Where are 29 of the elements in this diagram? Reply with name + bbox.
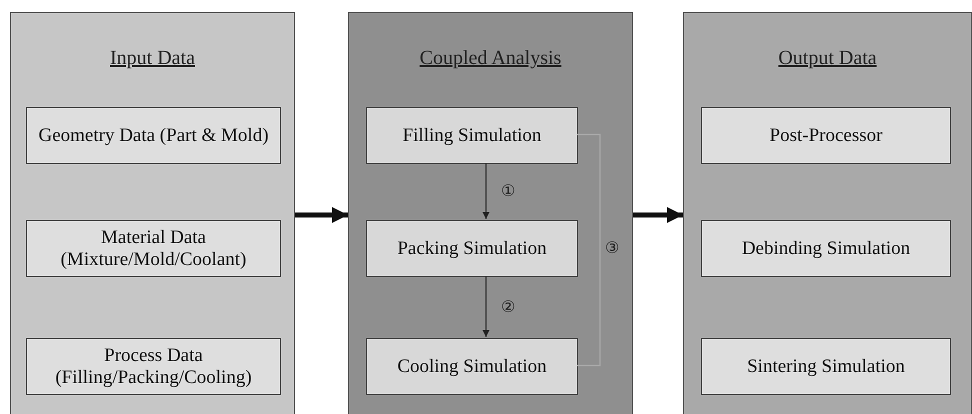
box-label: Material Data (Mixture/Mold/Coolant) — [60, 226, 248, 270]
arrow — [482, 163, 490, 219]
stage-panel — [683, 12, 972, 414]
box-label: Cooling Simulation — [397, 356, 547, 378]
box-label: Filling Simulation — [402, 124, 542, 146]
process-box — [26, 220, 281, 277]
process-box — [366, 338, 578, 395]
process-box — [366, 107, 578, 164]
stage-panel — [10, 12, 295, 414]
arrow — [295, 207, 348, 223]
box-label: Process Data (Filling/Packing/Cooling) — [54, 344, 253, 388]
panel-title: Output Data — [778, 47, 877, 69]
process-box — [26, 338, 281, 395]
box-label: Post-Processor — [770, 124, 882, 146]
box-label: Sintering Simulation — [747, 356, 905, 378]
process-box — [701, 220, 951, 277]
process-box — [26, 107, 281, 164]
panel-title: Input Data — [110, 47, 195, 69]
box-label: Debinding Simulation — [742, 238, 910, 260]
panel-title: Coupled Analysis — [420, 47, 562, 69]
stage-panel — [348, 12, 633, 414]
process-box — [701, 338, 951, 395]
box-label: Packing Simulation — [397, 238, 547, 260]
box-label: Geometry Data (Part & Mold) — [38, 124, 269, 146]
connector-line — [577, 134, 601, 366]
process-box — [366, 220, 578, 277]
process-box — [701, 107, 951, 164]
arrow — [633, 207, 683, 223]
arrow — [482, 276, 490, 337]
